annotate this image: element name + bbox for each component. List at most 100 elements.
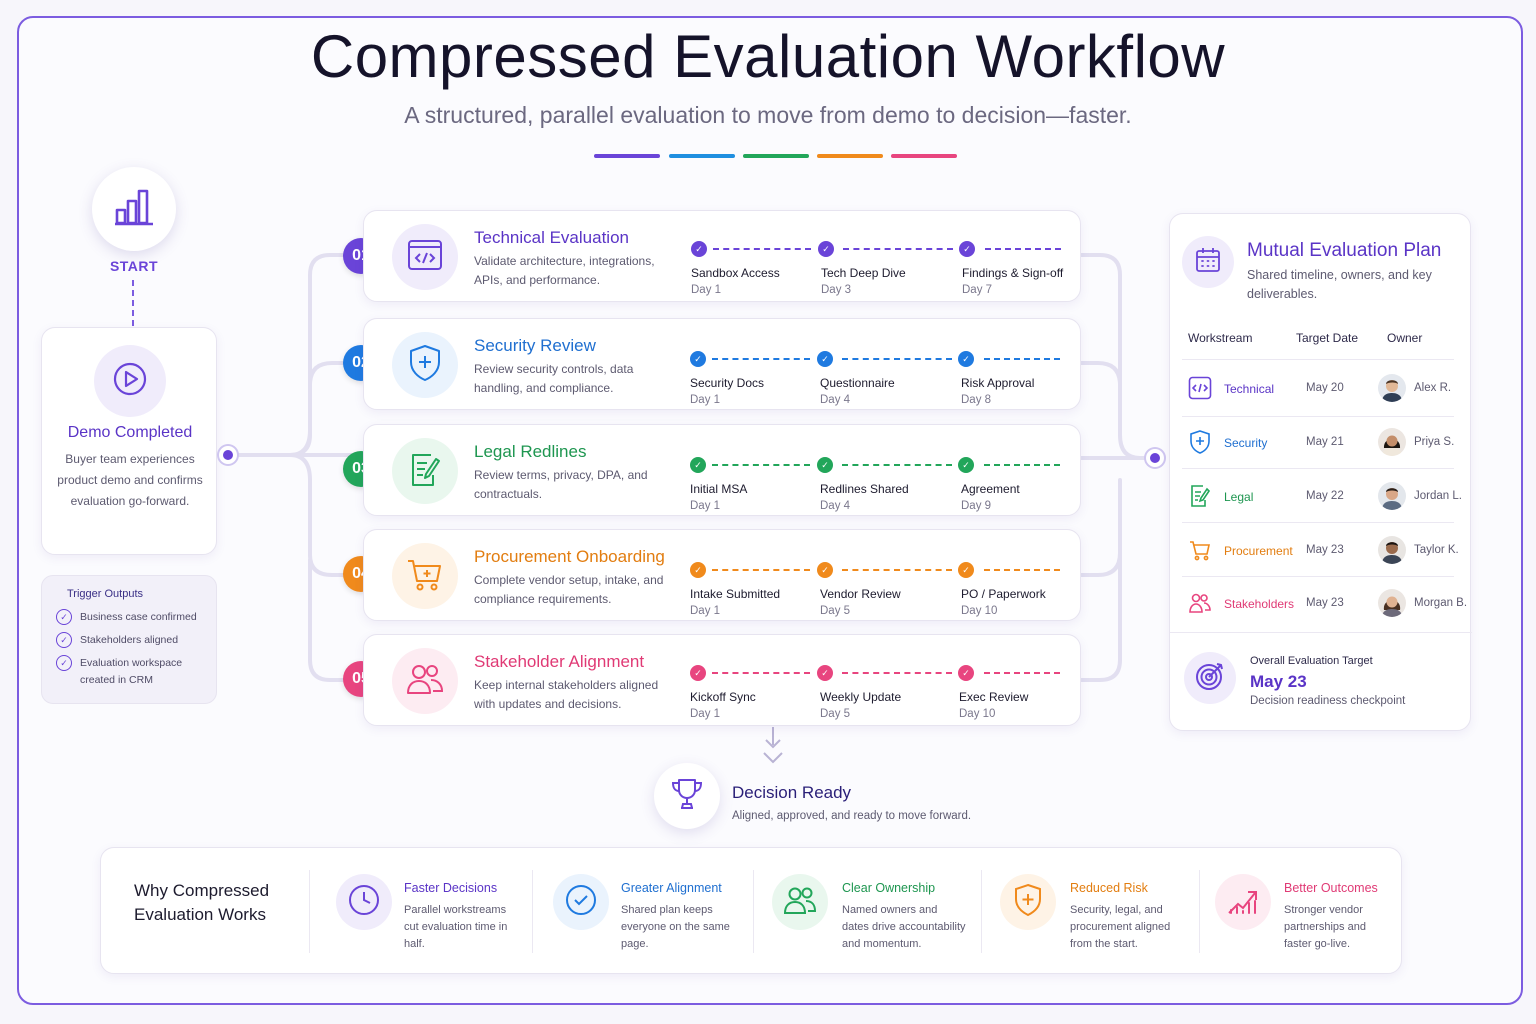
milestone-connector [713,248,811,250]
milestone-check-icon: ✓ [818,241,834,257]
accent-bar-blue [669,154,735,158]
trigger-item-label: Stakeholders aligned [80,634,179,646]
row-desc: Review security controls, data handling,… [474,362,634,395]
cart-icon [1188,538,1212,562]
table-divider [1182,359,1454,360]
plan-title: Mutual Evaluation Plan [1247,240,1442,261]
milestone-day: Day 1 [690,708,721,720]
why-divider [532,870,533,953]
document-icon [1188,484,1212,508]
why-divider [1199,870,1200,953]
why-item-text: Stronger vendor partnerships and faster … [1284,904,1366,950]
milestone-label: Sandbox Access [691,266,780,280]
demo-title: Demo Completed [67,424,193,441]
milestone-day: Day 3 [821,284,852,296]
row-owner: Priya S. [1414,436,1455,448]
shield-plus-icon [406,343,444,388]
milestone-connector [712,569,810,571]
milestone-day: Day 1 [690,605,721,617]
trigger-item: ✓ Evaluation workspace created in CRM [56,655,190,689]
demo-completed-card: Demo Completed Buyer team experiences pr… [41,327,217,555]
target-date: May 23 [1250,672,1307,691]
trigger-outputs-panel: Trigger Outputs ✓ Business case confirme… [41,575,217,704]
mutual-evaluation-plan-card: Mutual Evaluation Plan Shared timeline, … [1169,213,1472,731]
accent-bar-pink [891,154,957,158]
why-item-text: Security, legal, and procurement aligned… [1070,904,1171,950]
trigger-item: ✓ Stakeholders aligned [56,632,178,649]
workstream-legal[interactable]: Legal Redlines Review terms, privacy, DP… [363,424,1081,516]
row-icon-circle [392,648,458,714]
why-divider [309,870,310,953]
milestone-connector [842,358,952,360]
milestone-check-icon: ✓ [817,665,833,681]
milestone-check-icon: ✓ [690,665,706,681]
check-icon: ✓ [56,632,72,648]
check-icon: ✓ [56,609,72,625]
milestone-day: Day 9 [961,500,992,512]
milestone-check-icon: ✓ [817,351,833,367]
milestone-check-icon: ✓ [691,241,707,257]
milestone-connector [984,672,1060,674]
why-divider [981,870,982,953]
decision-subtitle: Aligned, approved, and ready to move for… [732,810,972,822]
decision-node [654,763,720,829]
row-date: May 22 [1306,490,1344,502]
trigger-item-label: Business case confirmed [80,611,197,623]
workstream-security[interactable]: Security Review Review security controls… [363,318,1081,410]
column-header-owner: Owner [1387,331,1423,345]
milestone-connector [712,358,810,360]
row-icon-circle [392,224,458,290]
row-desc: Review terms, privacy, DPA, and contract… [474,468,648,501]
people-icon [405,659,445,704]
check-icon: ✓ [56,655,72,671]
milestone-label: Intake Submitted [690,587,781,601]
avatar [1378,374,1406,402]
milestone-check-icon: ✓ [690,562,706,578]
workstream-technical[interactable]: Technical Evaluation Validate architectu… [363,210,1081,302]
row-name: Stakeholders [1224,597,1295,611]
demo-icon-circle [94,345,166,417]
row-date: May 23 [1306,544,1344,556]
why-icon-circle [1215,874,1271,930]
plan-icon-circle [1182,236,1234,288]
column-header-target-date: Target Date [1296,331,1359,345]
document-edit-icon [405,449,445,494]
workstream-stakeholders[interactable]: Stakeholder Alignment Keep internal stak… [363,634,1081,726]
table-divider [1182,576,1454,577]
row-icon-circle [392,332,458,398]
milestone-check-icon: ✓ [958,665,974,681]
row-date: May 21 [1306,436,1344,448]
row-desc: Complete vendor setup, intake, and compl… [474,573,664,606]
target-icon [1194,660,1226,697]
milestone-day: Day 4 [820,394,851,406]
milestone-label: PO / Paperwork [961,587,1046,601]
page-subtitle: A structured, parallel evaluation to mov… [404,102,1132,128]
demo-text: Buyer team experiences product demo and … [57,452,203,508]
row-desc: Keep internal stakeholders aligned with … [474,678,659,711]
row-owner: Taylor K. [1414,544,1459,556]
why-it-works-panel: Why Compressed Evaluation Works Faster D… [100,847,1402,974]
trend-up-icon [1226,883,1260,922]
milestone-check-icon: ✓ [690,351,706,367]
row-title: Stakeholder Alignment [474,652,645,671]
start-label: START [109,258,159,274]
start-node [92,167,176,251]
shield-icon [1188,430,1212,454]
milestone-day: Day 5 [820,708,851,720]
milestone-day: Day 7 [962,284,993,296]
milestone-day: Day 10 [959,708,996,720]
milestone-connector [842,672,952,674]
row-title: Legal Redlines [474,442,587,461]
milestone-label: Questionnaire [820,376,895,390]
why-item-title: Greater Alignment [621,881,722,895]
why-item-text: Named owners and dates drive accountabil… [842,904,966,950]
target-subtitle: Decision readiness checkpoint [1250,695,1406,707]
people-icon [1188,591,1212,615]
milestone-connector [712,464,810,466]
why-title: Why Compressed Evaluation Works [134,881,270,924]
why-icon-circle [336,874,392,930]
why-item-title: Clear Ownership [842,881,936,895]
why-icon-circle [553,874,609,930]
milestone-label: Initial MSA [690,482,748,496]
workstream-procurement[interactable]: Procurement Onboarding Complete vendor s… [363,529,1081,621]
